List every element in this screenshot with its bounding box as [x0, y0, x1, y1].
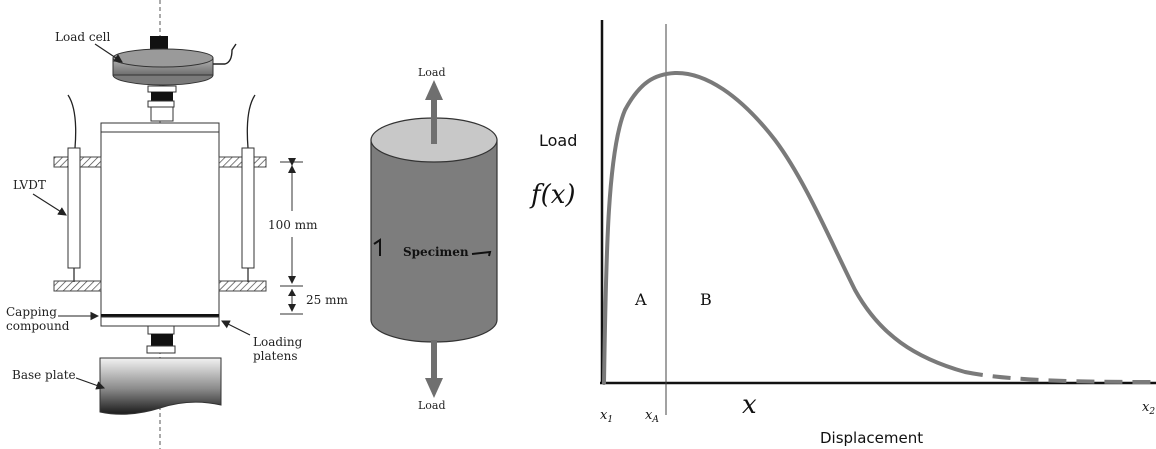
capping-compound-layer — [101, 314, 219, 317]
specimen-diagram: Load Load Specimen — [370, 66, 498, 412]
label-load-cell: Load cell — [55, 30, 111, 44]
load-arrow-down — [425, 340, 443, 398]
leader-load-cell — [94, 43, 123, 63]
label-load-bottom: Load — [418, 399, 446, 412]
leader-base-plate — [75, 377, 106, 390]
tick-x1: x1 — [600, 408, 613, 425]
label-platens-2: platens — [253, 349, 297, 363]
region-a-label: A — [634, 290, 647, 309]
load-curve — [602, 70, 967, 385]
load-curve-tail-dashed — [964, 370, 1156, 384]
base-plate — [99, 357, 222, 415]
lvdt-left — [67, 94, 81, 282]
dimension-100mm — [280, 158, 303, 287]
label-load-top: Load — [418, 66, 446, 79]
label-specimen: Specimen — [403, 245, 469, 259]
crack-mark-right — [471, 250, 492, 257]
specimen-body — [370, 139, 498, 343]
load-cell — [112, 36, 237, 122]
tick-xa: xA — [645, 408, 659, 425]
top-loading-platen — [100, 122, 220, 133]
y-axis-label-load: Load — [539, 131, 577, 150]
f-of-x-label: f(x) — [529, 180, 576, 210]
crack-mark-left — [373, 238, 381, 256]
label-lvdt: LVDT — [13, 178, 46, 192]
lower-clamp-left — [53, 280, 102, 292]
label-capping-1: Capping — [6, 305, 57, 319]
test-setup-diagram: Load cell LVDT 100 mm 25 mm Capping comp… — [6, 0, 348, 449]
region-b-label: B — [700, 290, 712, 309]
load-displacement-plot: Load f(x) A B x x1 xA x2 Displacement — [529, 20, 1156, 447]
leader-lvdt — [32, 193, 67, 216]
label-capping-2: compound — [6, 319, 70, 333]
x-axis-variable-label: x — [742, 390, 757, 420]
lower-clamp-right — [218, 280, 267, 292]
load-arrow-up — [425, 80, 443, 144]
label-25mm: 25 mm — [306, 293, 348, 307]
specimen-cylinder — [100, 131, 220, 317]
tick-x2: x2 — [1142, 400, 1155, 417]
label-100mm: 100 mm — [268, 218, 318, 232]
leader-platens — [221, 320, 251, 336]
label-base-plate: Base plate — [12, 368, 76, 382]
bottom-loading-platen — [100, 316, 220, 327]
dimension-25mm — [280, 289, 303, 315]
x-axis-label-displacement: Displacement — [820, 429, 923, 447]
lvdt-right — [241, 94, 256, 282]
label-platens-1: Loading — [253, 335, 303, 349]
